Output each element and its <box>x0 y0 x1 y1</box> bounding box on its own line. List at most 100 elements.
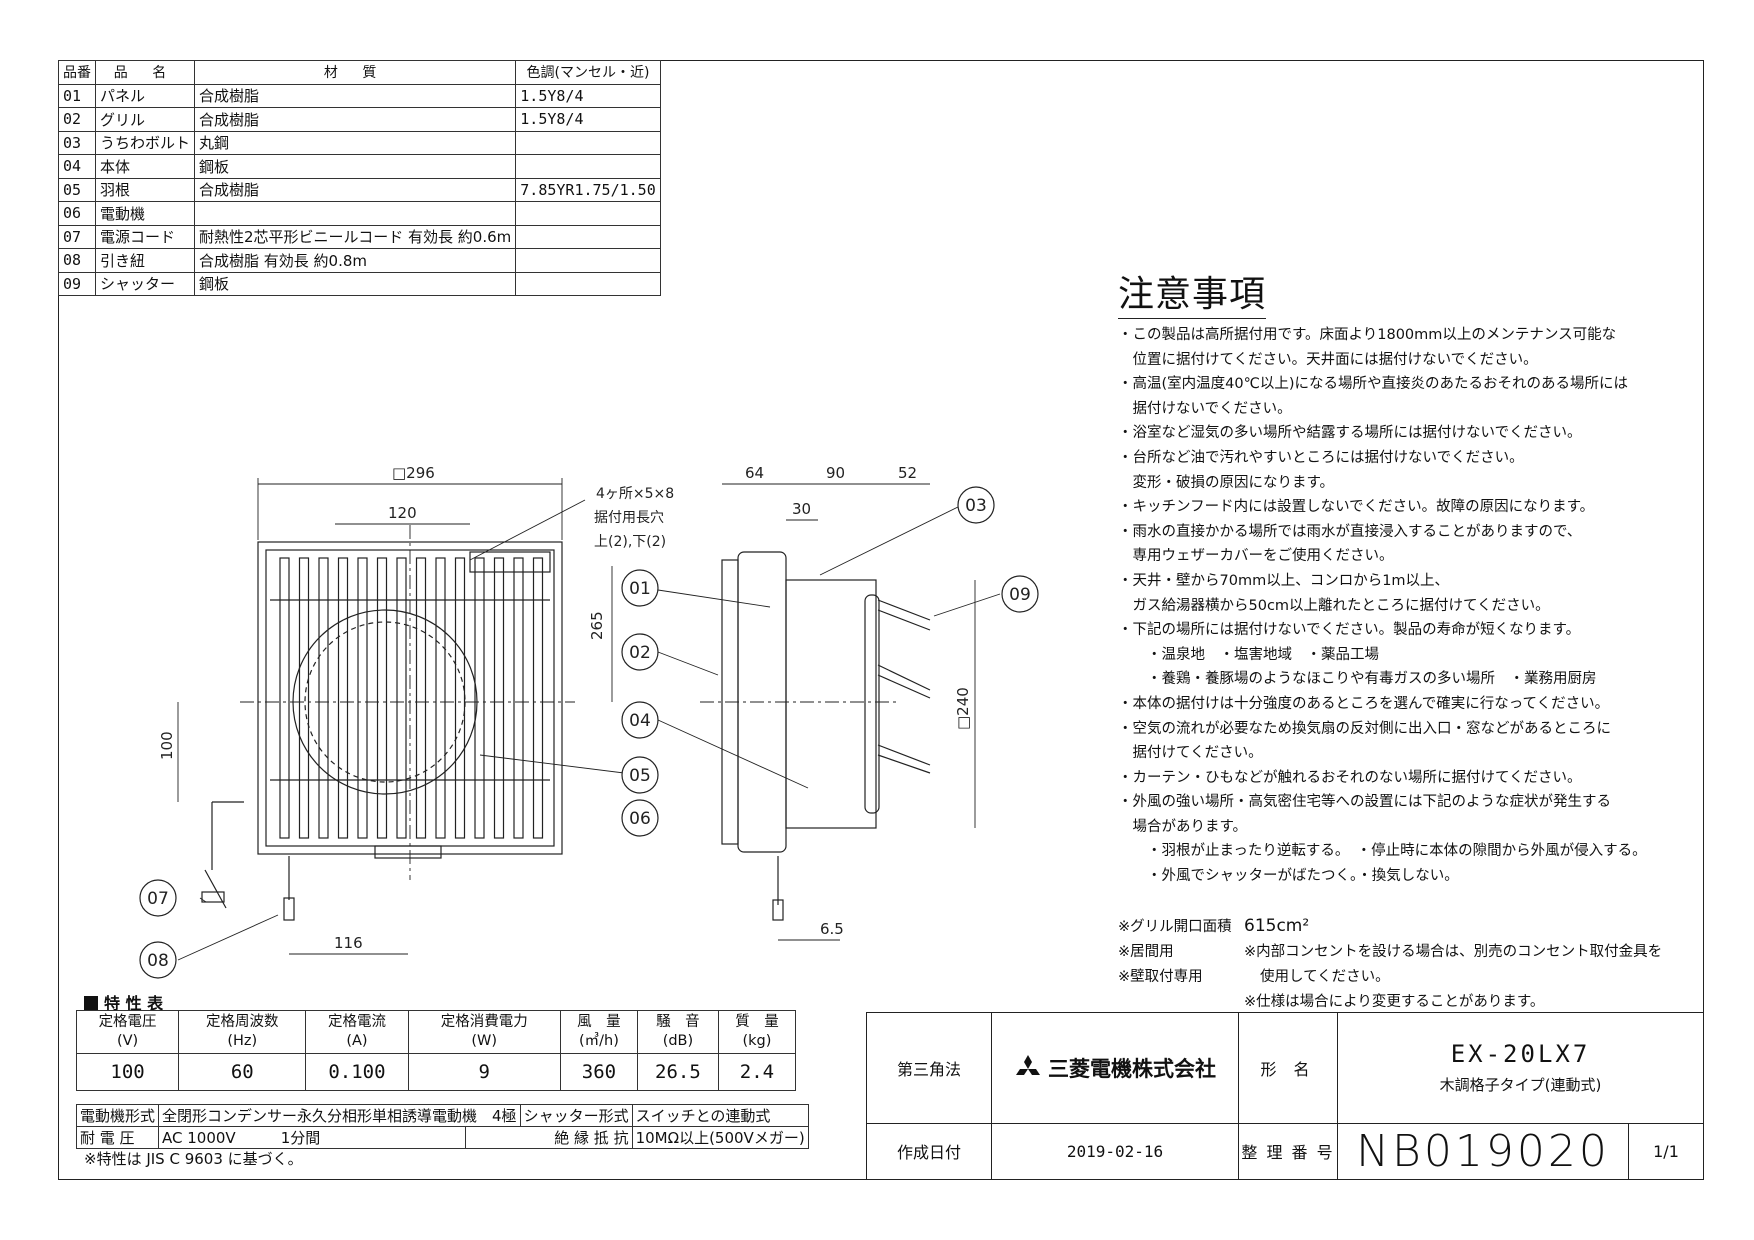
motor-value: 全閉形コンデンサー永久分相形単相誘導電動機 4極 <box>158 1104 521 1127</box>
callout-number: 01 <box>629 579 651 599</box>
bottom-tab <box>374 845 442 859</box>
motor-row: 電動機形式 全閉形コンデンサー永久分相形単相誘導電動機 4極 シャッター形式 ス… <box>75 1104 809 1127</box>
grille-bar <box>435 557 446 839</box>
caution-line: ・雨水の直接かかる場所では雨水が直接浸入することがありますので、 <box>1118 523 1582 540</box>
spec-header-cell: 定格周波数(Hz) <box>178 1010 307 1054</box>
caution-title: 注意事項 <box>1118 272 1267 319</box>
company-cell: 三菱電機株式会社 <box>991 1012 1239 1124</box>
side-pull-knob <box>772 899 784 921</box>
dim-90: 90 <box>826 464 845 482</box>
grille-bar <box>318 557 329 839</box>
dimension-lines <box>177 478 976 955</box>
caution-line: 据付けないでください。 <box>1118 400 1292 417</box>
grille-bar <box>357 557 368 839</box>
spec-extra-table: 電動機形式 全閉形コンデンサー永久分相形単相誘導電動機 4極 シャッター形式 ス… <box>75 1104 809 1149</box>
grille-bars <box>270 557 550 839</box>
part-material: 鋼板 <box>194 271 517 296</box>
room-note: ※内部コンセントを設ける場合は、別売のコンセント取付金具を <box>1244 944 1663 960</box>
callout-circle <box>621 756 659 794</box>
spec-change-note: ※仕様は場合により変更することがあります。 <box>1244 994 1545 1010</box>
grille-bar <box>493 557 505 839</box>
part-no: 01 <box>58 83 96 108</box>
model-label: 形 名 <box>1238 1012 1338 1124</box>
spec-header-cell: 定格消費電力(W) <box>407 1010 561 1054</box>
caution-line: ・カーテン・ひもなどが触れるおそれのない場所に据付けてください。 <box>1118 769 1582 786</box>
dim-100: 100 <box>158 731 176 760</box>
part-name: パネル <box>94 83 196 108</box>
mitsubishi-logo-icon <box>1016 1054 1040 1075</box>
grille-bar <box>279 557 290 839</box>
caution-lines: ・この製品は高所据付用です。床面より1800mm以上のメンテナンス可能な 位置に… <box>1118 323 1658 889</box>
voltage-row: 耐 電 圧 AC 1000V 1分間 絶 縁 抵 抗 10MΩ以上(500Vメガ… <box>75 1126 809 1149</box>
voltage-value: AC 1000V 1分間 <box>158 1126 467 1149</box>
dim-52: 52 <box>898 464 917 482</box>
part-name: 引き紐 <box>94 248 196 273</box>
dim-116: 116 <box>334 934 363 952</box>
shutter-value: スイッチとの連動式 <box>631 1104 809 1127</box>
wall-note: 使用してください。 <box>1260 969 1390 985</box>
wall-row: ※壁取付専用 使用してください。 <box>1118 965 1662 990</box>
spec-header-cell: 騒 音(dB) <box>636 1010 719 1054</box>
grille-bar <box>474 557 485 839</box>
page-number: 1/1 <box>1628 1122 1704 1181</box>
callout-circle <box>957 486 995 524</box>
header-part-name: 品 名 <box>94 60 196 85</box>
spec-table: 定格電圧(V)定格周波数(Hz)定格電流(A)定格消費電力(W)風 量(㎥/h)… <box>75 1010 797 1091</box>
callout-circle <box>621 569 659 607</box>
part-color: 1.5Y8/4 <box>515 83 661 108</box>
caution-line: ・羽根が止まったり逆転する。 ・停止時に本体の隙間から外風が侵入する。 <box>1118 843 1647 860</box>
caution-line: 場合があります。 <box>1118 818 1248 835</box>
company-name: 三菱電機株式会社 <box>1048 1056 1216 1081</box>
header-color: 色調(マンセル・近) <box>515 60 661 85</box>
part-no: 03 <box>58 130 96 155</box>
caution-line: ・養鶏・養豚場のようなほこりや有毒ガスの多い場所 ・業務用厨房 <box>1118 671 1597 688</box>
pull-knob <box>283 897 295 921</box>
part-no: 02 <box>58 107 96 132</box>
callout-number: 08 <box>147 951 169 971</box>
caution-line: ・キッチンフード内には設置しないでください。故障の原因になります。 <box>1118 499 1595 516</box>
spec-note-row: ※仕様は場合により変更することがあります。 <box>1118 990 1662 1015</box>
callout-circle <box>621 799 659 837</box>
spec-header-cell: 定格電流(A) <box>305 1010 409 1054</box>
dim-120: 120 <box>388 504 417 522</box>
creation-date: 2019-02-16 <box>991 1122 1239 1181</box>
insulation-value: 10MΩ以上(500Vメガー) <box>631 1126 809 1149</box>
dim-240: □240 <box>954 687 972 730</box>
part-name: シャッター <box>94 271 196 296</box>
spec-value-cell: 360 <box>559 1053 638 1091</box>
part-material: 合成樹脂 <box>194 107 517 132</box>
insulation-label: 絶 縁 抵 抗 <box>465 1126 633 1149</box>
part-material: 合成樹脂 <box>194 177 517 202</box>
callout-number: 04 <box>629 711 651 731</box>
mount-hole-note-2: 据付用長穴 <box>594 510 664 526</box>
spec-header-row: 定格電圧(V)定格周波数(Hz)定格電流(A)定格消費電力(W)風 量(㎥/h)… <box>75 1010 797 1054</box>
front-view <box>201 525 575 921</box>
dimension-labels: □296 120 265 100 116 64 90 52 30 □240 6.… <box>158 464 972 952</box>
room-row: ※居間用※内部コンセントを設ける場合は、別売のコンセント取付金具を <box>1118 940 1662 965</box>
caution-line: ガス給湯器横から50cm以上離れたところに据付けてください。 <box>1118 597 1550 614</box>
shutter-louvers <box>877 599 931 774</box>
part-name: うちわボルト <box>94 130 196 155</box>
part-material <box>194 201 517 226</box>
title-block: 第三角法 三菱電機株式会社 形 名 EX-20LX7 木調格子タイプ(連動式) … <box>866 1012 1704 1181</box>
dim-30: 30 <box>792 500 811 518</box>
part-no: 09 <box>58 271 96 296</box>
part-color <box>515 248 661 273</box>
spec-value-cell: 0.100 <box>305 1053 409 1091</box>
grille-bar <box>513 557 524 839</box>
date-label: 作成日付 <box>866 1122 992 1181</box>
caution-line: ・外風でシャッターがばたつく。・換気しない。 <box>1118 868 1459 885</box>
shutter-frame <box>864 594 880 814</box>
square-bullet-icon <box>84 996 98 1010</box>
part-color <box>515 271 661 296</box>
wall-label: ※壁取付専用 <box>1118 969 1203 985</box>
mount-hole-note-1: 4ヶ所×5×8 <box>596 486 674 502</box>
part-material: 丸鋼 <box>194 130 517 155</box>
